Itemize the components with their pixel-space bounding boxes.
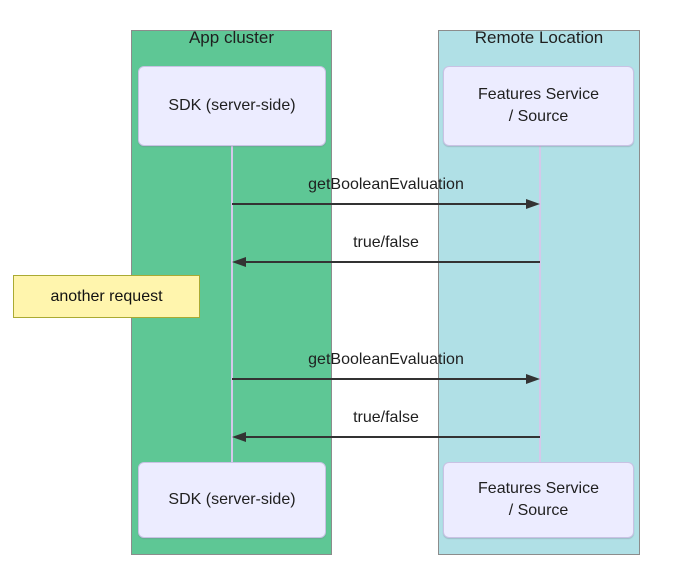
arrow-line <box>232 378 526 380</box>
features-actor-label-line2: / Source <box>508 502 569 519</box>
sdk-actor-label: SDK (server-side) <box>168 491 296 508</box>
arrow-line <box>245 261 540 263</box>
arrow-right-icon <box>232 198 540 210</box>
message-label-1: getBooleanEvaluation <box>308 176 464 193</box>
app-cluster-label: App cluster <box>188 28 275 47</box>
arrow-left-icon <box>232 431 540 443</box>
arrowhead-icon <box>526 374 540 384</box>
features-actor-top: Features Service / Source <box>443 66 634 146</box>
arrowhead-icon <box>232 257 246 267</box>
remote-location-label: Remote Location <box>474 28 604 47</box>
note-text: another request <box>50 287 163 305</box>
message-label-3: getBooleanEvaluation <box>308 351 464 368</box>
features-actor-label-line1: Features Service <box>478 480 599 497</box>
sdk-lifeline <box>231 146 233 462</box>
arrow-left-icon <box>232 256 540 268</box>
features-actor-label-line1: Features Service <box>478 86 599 103</box>
sdk-actor-label: SDK (server-side) <box>168 97 296 114</box>
features-lifeline <box>539 146 541 462</box>
sdk-actor-top: SDK (server-side) <box>138 66 326 146</box>
arrow-right-icon <box>232 373 540 385</box>
message-label-2: true/false <box>353 234 419 251</box>
features-actor-label-line2: / Source <box>508 108 569 125</box>
arrow-line <box>232 203 526 205</box>
note-box: another request <box>13 275 200 318</box>
arrowhead-icon <box>232 432 246 442</box>
message-label-4: true/false <box>353 409 419 426</box>
features-actor-bottom: Features Service / Source <box>443 462 634 538</box>
arrowhead-icon <box>526 199 540 209</box>
arrow-line <box>245 436 540 438</box>
sdk-actor-bottom: SDK (server-side) <box>138 462 326 538</box>
